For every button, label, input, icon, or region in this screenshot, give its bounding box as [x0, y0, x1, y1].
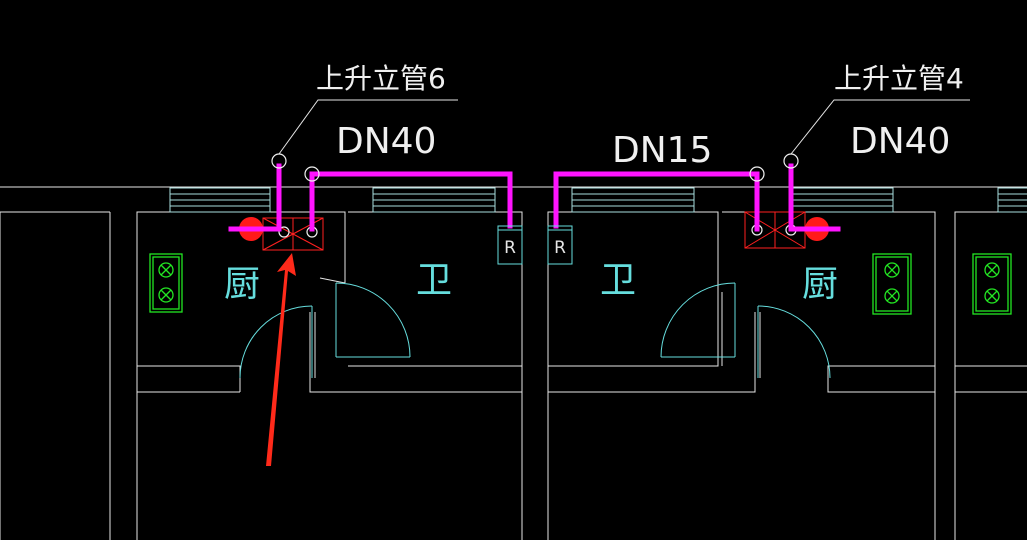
- pipe-node-left: [304, 166, 320, 182]
- window-right-kitchen: [792, 187, 894, 213]
- label-riser-left: 上升立管6: [316, 62, 446, 95]
- label-pipe-mid: DN15: [612, 130, 712, 171]
- window-left-bath: [372, 187, 496, 213]
- label-pipe-left: DN40: [336, 121, 436, 162]
- stove-right: [872, 253, 912, 315]
- door-right-kitchen: [757, 305, 831, 379]
- heater-mark-right: R: [554, 238, 566, 258]
- leader-riser-left: [278, 99, 458, 155]
- gas-pipe-network: [228, 163, 841, 232]
- water-heater-left: R: [497, 225, 523, 265]
- room-kitchen-left: 厨: [224, 264, 260, 305]
- pipe-node-right: [749, 166, 765, 182]
- label-pipe-right: DN40: [850, 121, 950, 162]
- window-far-right: [997, 187, 1027, 213]
- annotation-arrow: [266, 253, 296, 466]
- room-kitchen-right: 厨: [802, 264, 838, 305]
- leader-riser-right: [790, 99, 970, 155]
- room-bath-left: 卫: [416, 260, 452, 301]
- stove-far-right: [972, 253, 1012, 315]
- stove-left: [149, 253, 183, 313]
- door-left-kitchen: [239, 305, 313, 379]
- door-left-bath: [335, 282, 411, 358]
- door-right-bath: [660, 282, 736, 358]
- label-riser-right: 上升立管4: [834, 62, 964, 95]
- window-left-kitchen: [169, 187, 271, 213]
- window-right-bath: [571, 187, 695, 213]
- water-heater-right: R: [547, 225, 573, 265]
- heater-mark-left: R: [504, 238, 516, 258]
- room-bath-right: 卫: [600, 260, 636, 301]
